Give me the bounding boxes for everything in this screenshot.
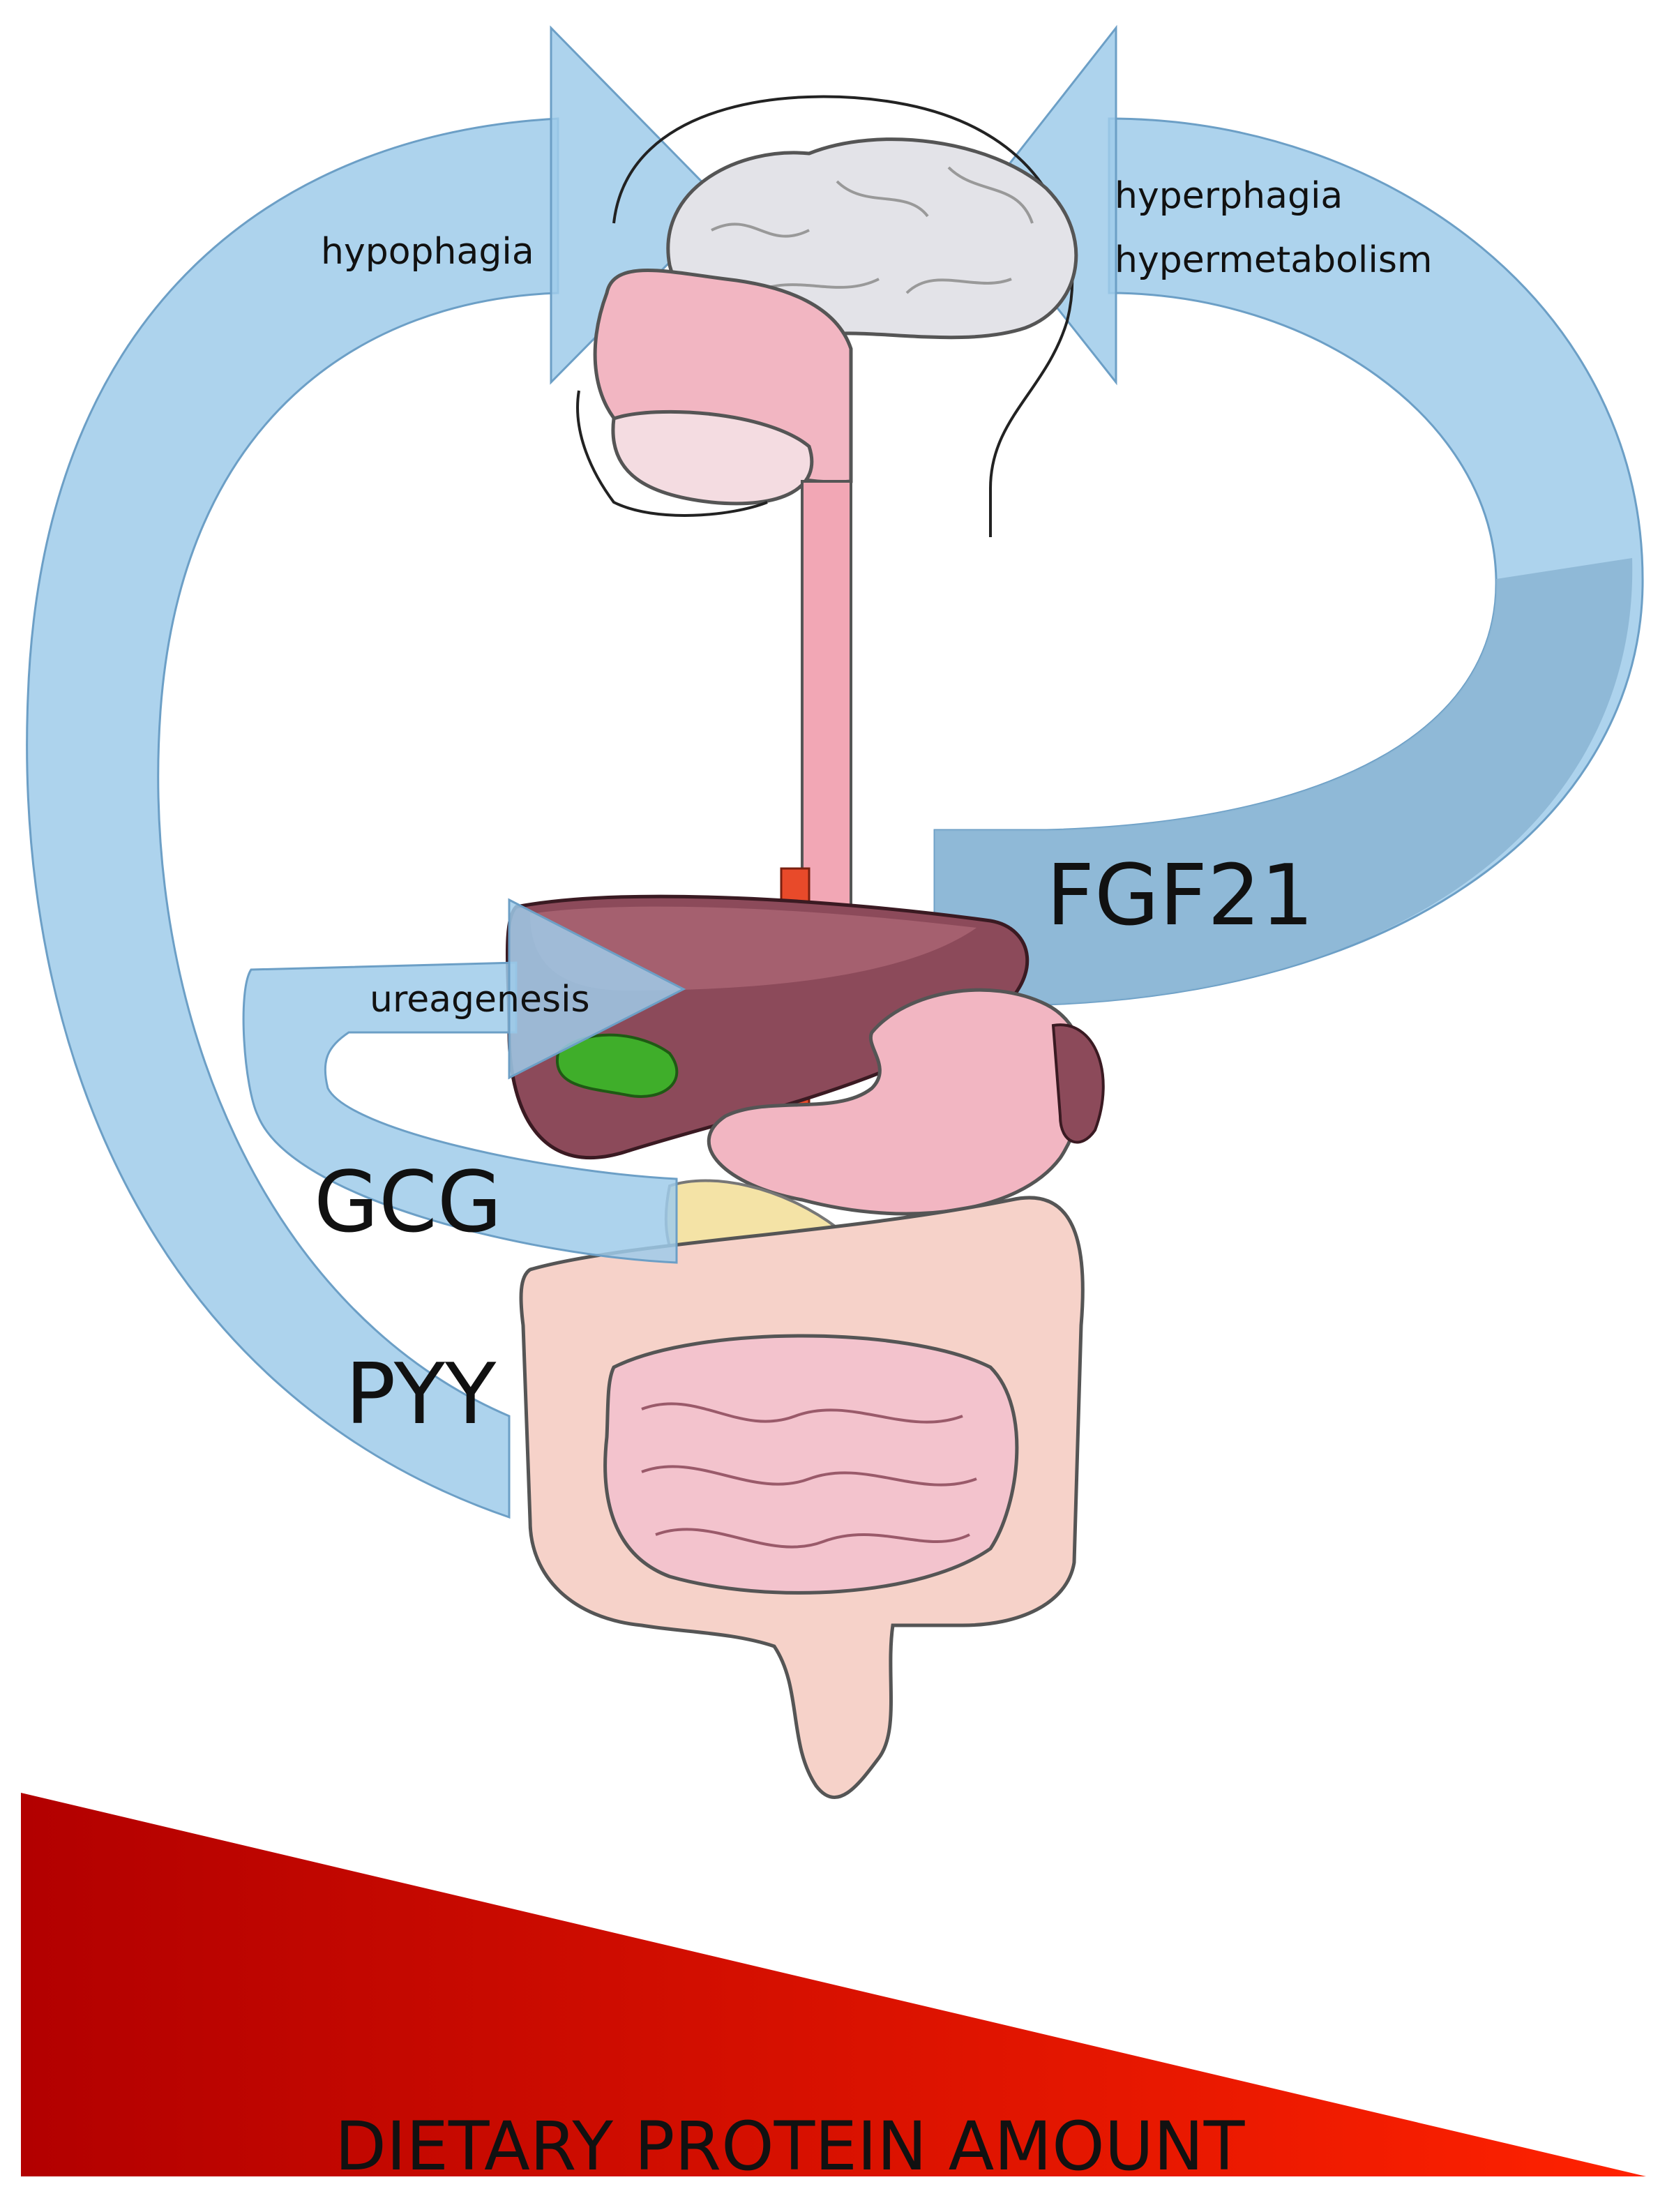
gallbladder (555, 1033, 679, 1098)
intestine-loops (641, 1402, 977, 1549)
small-intestine (603, 1334, 1019, 1595)
label-hyperphagia: hyperphagia (1115, 175, 1343, 217)
brain-folds (711, 166, 1034, 294)
arrow-band-left (26, 117, 559, 1519)
label-hypophagia: hypophagia (321, 231, 534, 273)
label-ureagenesis: ureagenesis (370, 979, 590, 1021)
stomach (707, 988, 1087, 1216)
inner-arrow-ureagenesis (242, 898, 686, 1264)
jaw-outline (576, 390, 768, 517)
label-fgf21: FGF21 (1046, 848, 1314, 945)
inner-arrow-head (508, 898, 686, 1080)
arrow-band-right-shade (935, 558, 1633, 1005)
wedge-label: DIETARY PROTEIN AMOUNT (335, 2107, 1245, 2185)
head-illustration (576, 95, 1078, 537)
protein-wedge (21, 1793, 1646, 2176)
head-outline (612, 95, 1074, 537)
inner-arrow-band (242, 961, 678, 1264)
label-pyy: PYY (345, 1346, 497, 1443)
label-hypermetabolism: hypermetabolism (1115, 239, 1433, 281)
spleen (1051, 1023, 1105, 1144)
esophagus (801, 480, 852, 929)
tongue (611, 409, 814, 506)
label-gcg: GCG (314, 1154, 502, 1251)
